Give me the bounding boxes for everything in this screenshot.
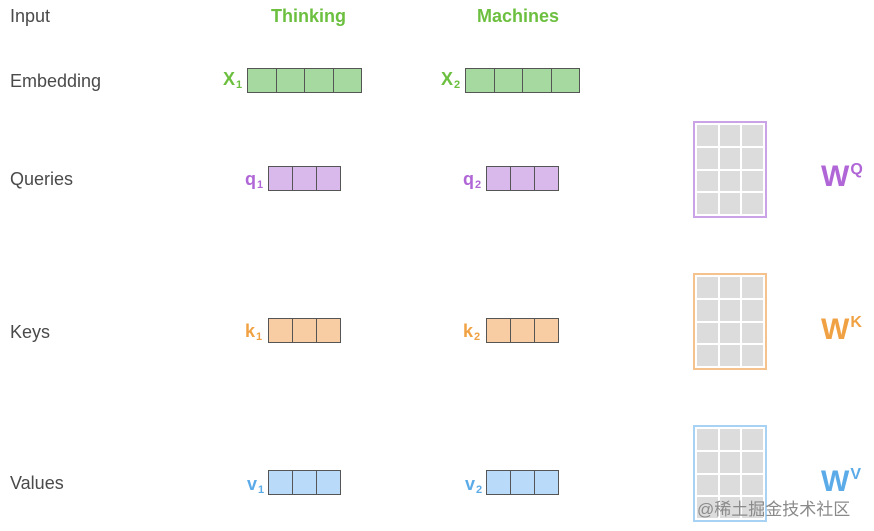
query-label-q1: q1 xyxy=(245,169,264,191)
key-weight-matrix xyxy=(693,273,767,370)
value-vector-v1 xyxy=(268,470,341,495)
query-vector-q1 xyxy=(268,166,341,191)
row-label-queries: Queries xyxy=(10,169,74,189)
row-label-input: Input xyxy=(10,6,51,26)
key-label-k2: k2 xyxy=(463,321,481,343)
row-label-keys: Keys xyxy=(10,322,51,342)
key-vector-k2 xyxy=(486,318,559,343)
key-label-k1: k1 xyxy=(245,321,263,343)
embedding-vector-x2 xyxy=(465,68,580,93)
query-label-q2: q2 xyxy=(463,169,482,191)
value-label-v1: v1 xyxy=(247,474,265,496)
query-weight-label: WQ xyxy=(821,160,863,193)
value-label-v2: v2 xyxy=(465,474,483,496)
embedding-label-x2: X2 xyxy=(441,69,461,91)
key-weight-label: WK xyxy=(821,313,862,346)
input-word-thinking: Thinking xyxy=(271,6,346,26)
value-weight-matrix xyxy=(693,425,767,522)
row-label-values: Values xyxy=(10,473,64,493)
value-weight-label: WV xyxy=(821,465,861,498)
input-word-machines: Machines xyxy=(477,6,560,26)
embedding-label-x1: X1 xyxy=(223,69,243,91)
value-vector-v2 xyxy=(486,470,559,495)
row-label-embedding: Embedding xyxy=(10,71,102,91)
watermark-text: @稀土掘金技术社区 xyxy=(697,500,851,519)
key-vector-k1 xyxy=(268,318,341,343)
query-vector-q2 xyxy=(486,166,559,191)
embedding-vector-x1 xyxy=(247,68,362,93)
query-weight-matrix xyxy=(693,121,767,218)
